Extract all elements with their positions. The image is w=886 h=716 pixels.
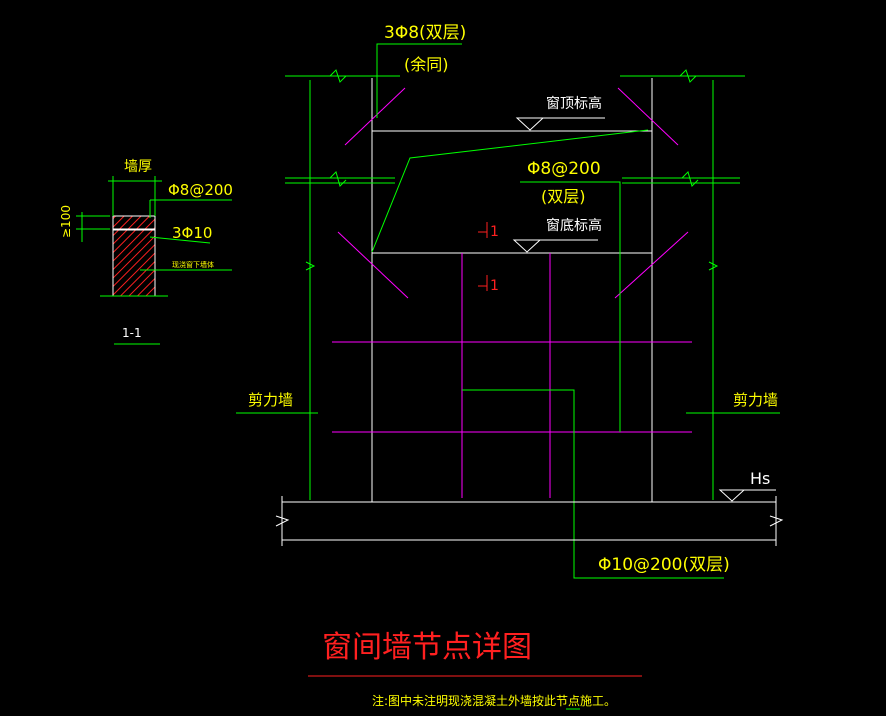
floor-break-right <box>769 515 784 527</box>
bottom-rebar-leader <box>462 389 724 579</box>
window-top-elev-label: 窗顶标高 <box>546 95 602 112</box>
mid-break-right-sym <box>681 171 699 187</box>
section-rebar-top-label: Φ8@200 <box>168 181 233 199</box>
rebar-leader-mid <box>149 236 211 244</box>
hs-level-mark <box>718 489 746 502</box>
section-top-band <box>112 215 156 231</box>
section-mark-bottom: 1 <box>490 278 499 294</box>
drawing-note: 注:图中未注明现浇混凝土外墙按此节点施工。 <box>372 693 616 708</box>
top-rebar-label: 3Φ8(双层) <box>384 23 466 43</box>
window-bottom-elev-label: 窗底标高 <box>546 217 602 234</box>
shear-wall-left-label: 剪力墙 <box>248 391 293 409</box>
break-left <box>305 261 316 271</box>
section-rebar-bottom-label: 3Φ10 <box>172 224 212 242</box>
diag-rebar-bl <box>337 231 409 299</box>
floor-break-left <box>275 515 290 527</box>
section-mark-top: 1 <box>490 224 499 240</box>
shear-wall-right-label: 剪力墙 <box>733 391 778 409</box>
main-elevation <box>236 43 784 579</box>
drawing-title: 窗间墙节点详图 <box>322 630 532 665</box>
bent-rebar-line <box>371 129 649 253</box>
mid-rebar-label: Φ8@200 <box>527 159 601 179</box>
height-dim-label: ≥100 <box>59 205 73 238</box>
top-break-right-sym <box>679 69 697 83</box>
break-right <box>708 261 719 271</box>
window-top-level-mark <box>515 117 545 131</box>
mid-rebar-leader <box>520 181 621 432</box>
mid-rebar-note: (双层) <box>541 187 586 206</box>
diag-rebar-br <box>614 231 689 299</box>
wall-thickness-label: 墙厚 <box>124 159 152 175</box>
section-hatch <box>112 215 156 297</box>
section-small-note: 现浇窗下墙体 <box>172 260 214 269</box>
section-name-label: 1-1 <box>122 326 142 340</box>
top-rebar-leader <box>376 43 462 118</box>
diag-rebar-tr <box>617 87 679 146</box>
mid-break-left-sym <box>329 171 347 187</box>
top-break-left-sym <box>329 69 347 83</box>
window-bottom-level-mark <box>512 239 542 253</box>
top-rebar-note: (余同) <box>404 55 449 74</box>
section-1-1: 墙厚 ≥100 Φ8@200 3Φ10 现浇窗下墙体 1-1 <box>59 159 233 345</box>
diag-rebar-tl <box>344 87 406 146</box>
bottom-rebar-label: Φ10@200(双层) <box>598 555 730 575</box>
hs-label: Hs <box>750 469 770 488</box>
